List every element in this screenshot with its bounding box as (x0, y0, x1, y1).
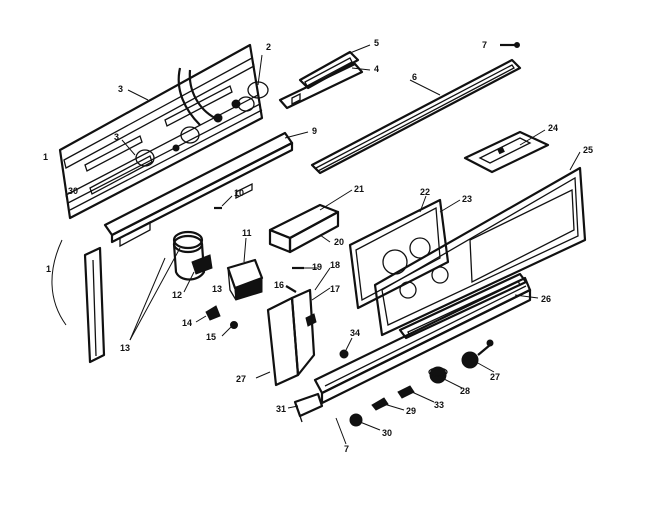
callout-33: 33 (434, 400, 444, 410)
callout-22: 22 (420, 187, 430, 197)
screw-16-icon (285, 285, 297, 293)
callout-19: 19 (312, 262, 322, 272)
callout-20: 20 (334, 237, 344, 247)
knob-34-icon (339, 349, 349, 359)
callout-31: 31 (276, 404, 286, 414)
callout-9: 9 (312, 126, 317, 136)
inner-panel (348, 198, 450, 310)
callout-30b: 30 (382, 428, 392, 438)
callout-18: 18 (330, 260, 340, 270)
control-panel-frame (373, 166, 587, 337)
callout-27a: 27 (236, 374, 246, 384)
callout-21: 21 (354, 184, 364, 194)
callout-26: 26 (541, 294, 551, 304)
callout-7a: 7 (482, 40, 487, 50)
knob-28-icon (428, 366, 448, 384)
callout-15: 15 (206, 332, 216, 342)
handle-part (278, 50, 364, 110)
callout-29: 29 (406, 406, 416, 416)
screw-14-icon (205, 305, 221, 321)
screw-15-icon (230, 321, 238, 329)
lower-channel (103, 131, 294, 248)
knob-29-icon (371, 397, 389, 411)
callout-13a: 13 (212, 284, 222, 294)
callout-4: 4 (374, 64, 379, 74)
trim-strip (310, 58, 522, 175)
switch-box-11 (226, 258, 264, 301)
callout-23: 23 (462, 194, 472, 204)
callout-10: 10 (234, 188, 244, 198)
callout-24: 24 (548, 123, 558, 133)
knob-30-icon (349, 413, 363, 427)
screw-7-icon (500, 42, 520, 48)
callout-11: 11 (242, 228, 252, 238)
callout-25: 25 (583, 145, 593, 155)
callout-2: 2 (266, 42, 271, 52)
callout-3: 3 (118, 84, 123, 94)
callout-6: 6 (412, 72, 417, 82)
callout-13b: 13 (120, 343, 130, 353)
callout-1: 1 (43, 152, 48, 162)
callout-12: 12 (172, 290, 182, 300)
back-panel (58, 43, 269, 220)
bracket-27 (266, 288, 316, 387)
callout-34: 34 (350, 328, 360, 338)
block-21 (268, 203, 340, 254)
callout-17: 17 (330, 284, 340, 294)
fasteners (205, 206, 317, 329)
tube-12 (172, 230, 213, 281)
knobs (339, 339, 494, 427)
screw-17-icon (305, 313, 317, 327)
knob-33-icon (397, 385, 415, 399)
callout-27b: 27 (490, 372, 500, 382)
callout-labels: 1 2 3 3 30 5 4 6 7 9 10 21 20 22 23 24 2… (43, 38, 593, 454)
knob-rail (313, 276, 532, 405)
callout-14: 14 (182, 318, 192, 328)
callout-7b: 7 (344, 444, 349, 454)
callout-3b: 3 (114, 132, 119, 142)
callout-28: 28 (460, 386, 470, 396)
callout-1b: 1 (46, 264, 51, 274)
callout-5: 5 (374, 38, 379, 48)
plate-24 (463, 130, 550, 174)
knob-27a-icon (461, 339, 494, 369)
vertical-strip (83, 246, 106, 364)
callout-16: 16 (274, 280, 284, 290)
clip-31 (293, 392, 324, 423)
leader-lines (51, 44, 581, 445)
callout-30a: 30 (68, 186, 78, 196)
